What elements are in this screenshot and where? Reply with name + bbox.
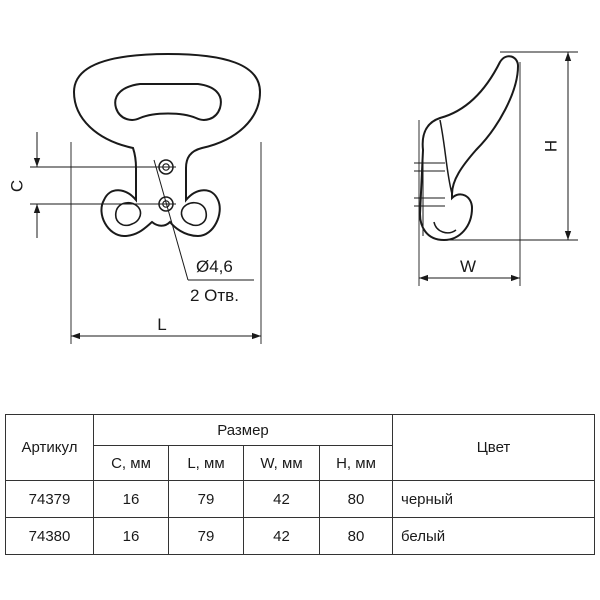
header-c: C, мм [93,445,169,481]
dimension-h: H [448,51,578,241]
hook-side-outline [418,55,520,242]
cell-article: 74379 [5,480,94,518]
dimension-w: W [418,62,521,286]
cell-color: черный [392,480,595,518]
side-view [414,55,520,242]
label-w: W [460,257,476,276]
dimension-c: C [7,132,176,238]
header-color: Цвет [392,414,595,481]
header-w: W, мм [243,445,320,481]
cell-h: 80 [319,480,393,518]
hole-count-label: 2 Отв. [190,286,239,305]
cell-l: 79 [168,480,244,518]
table-row: 74379 16 79 42 80 черный [5,480,595,518]
right-hook-gap [180,201,208,227]
cell-w: 42 [243,480,320,518]
table-row: 74380 16 79 42 80 белый [5,517,595,555]
cell-color: белый [392,517,595,555]
spec-table: Артикул Размер Цвет C, мм L, мм W, мм H,… [5,414,595,555]
dimension-l: L [70,142,262,344]
hook-technical-drawing: C Ø4,6 2 Отв. L H [7,51,578,344]
header-l: L, мм [168,445,244,481]
cell-c: 16 [93,517,169,555]
header-size-group: Размер [93,414,393,446]
hole-diameter-label: Ø4,6 [196,257,233,276]
cell-c: 16 [93,480,169,518]
hole-callout: Ø4,6 2 Отв. [153,159,254,305]
label-l: L [157,315,166,334]
table-header-row: Артикул Размер Цвет [5,414,595,481]
header-h: H, мм [319,445,393,481]
header-article: Артикул [5,414,94,481]
left-hook-gap [114,201,142,227]
cell-l: 79 [168,517,244,555]
front-view [72,52,262,238]
label-h: H [541,140,560,152]
cell-w: 42 [243,517,320,555]
cell-article: 74380 [5,517,94,555]
cell-h: 80 [319,517,393,555]
oval-cutout [114,83,222,121]
label-c: C [7,180,26,192]
